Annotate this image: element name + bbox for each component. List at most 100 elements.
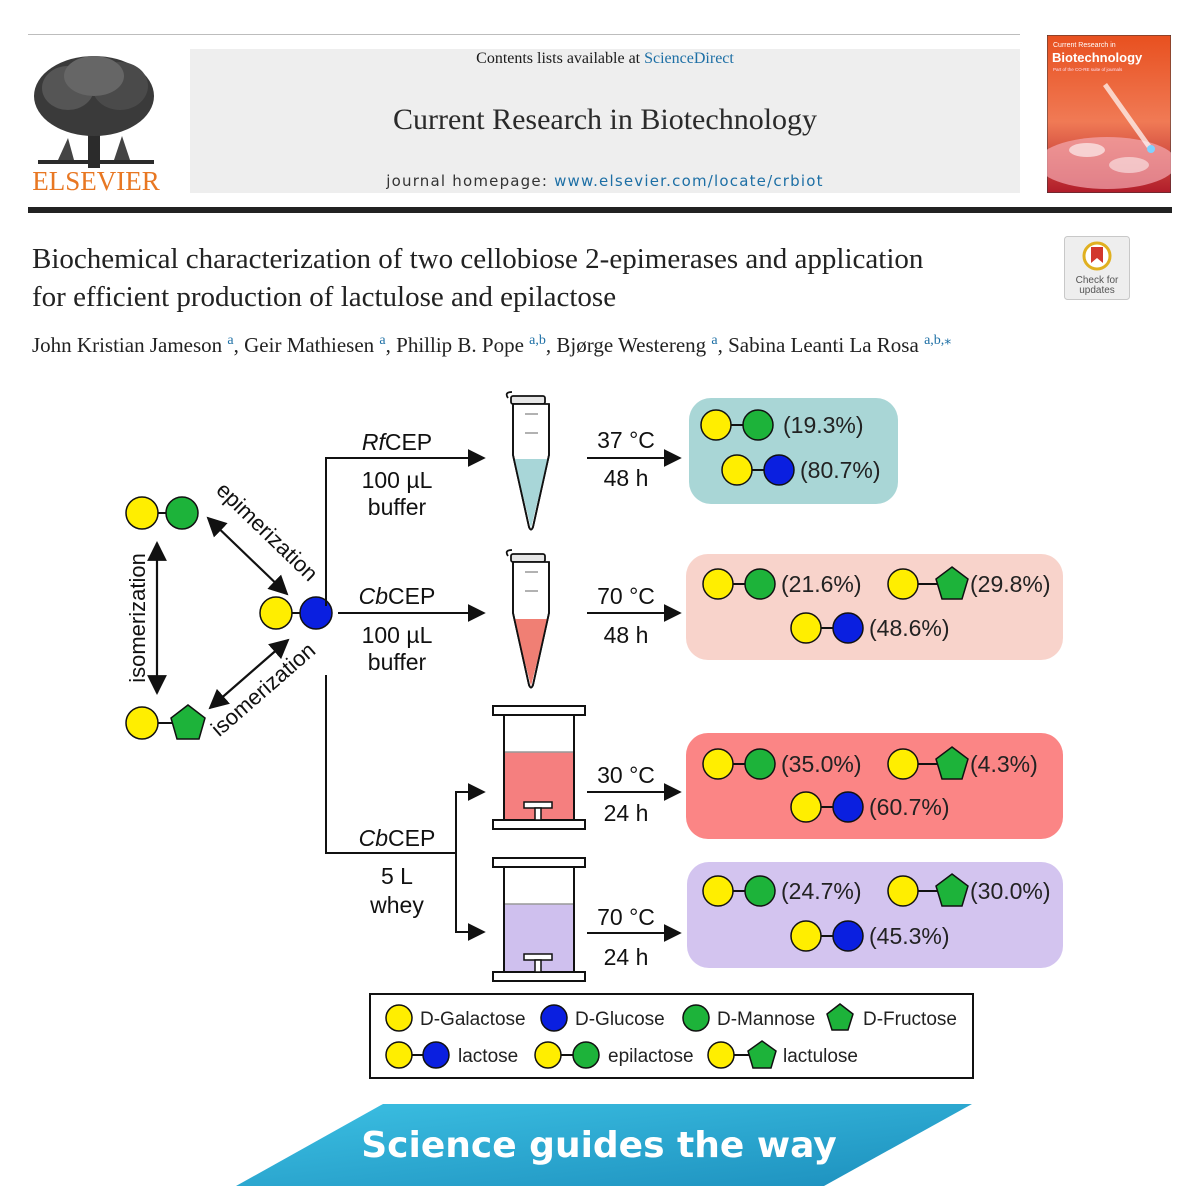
sciencedirect-link[interactable]: ScienceDirect: [644, 50, 734, 67]
publisher-name: ELSEVIER: [32, 166, 160, 196]
result-value: (80.7%): [800, 457, 881, 483]
epilactose-symbol: [702, 748, 776, 780]
condition-temp: 70 °C: [597, 583, 655, 609]
epilactose-symbol: [700, 409, 774, 441]
legend-mannose: D-Mannose: [682, 1004, 815, 1032]
article-title-line2: for efficient production of lactulose an…: [32, 281, 617, 313]
header-bottom-rule: [28, 207, 1172, 213]
author-affiliation[interactable]: a: [711, 333, 718, 348]
isomerization-diag-arrow: [208, 638, 290, 710]
result-value: (24.7%): [781, 878, 862, 904]
check-for-updates-button[interactable]: Check for updates: [1064, 236, 1130, 300]
route2-medium: buffer: [368, 649, 427, 675]
slogan-banner: [236, 1104, 972, 1186]
graphical-abstract: isomerization epimerization isomerizatio…: [125, 391, 1063, 1186]
journal-homepage: journal homepage: www.elsevier.com/locat…: [190, 172, 1020, 190]
route3-upper-arrow: [455, 783, 486, 853]
result-value: (30.0%): [970, 878, 1051, 904]
svg-text:lactulose: lactulose: [783, 1046, 858, 1067]
legend-epilactose: epilactose: [534, 1041, 694, 1069]
result-value: (48.6%): [869, 615, 950, 641]
author-affiliation[interactable]: a: [227, 333, 234, 348]
legend-galactose: D-Galactose: [385, 1004, 526, 1032]
epilactose-symbol: [125, 496, 199, 530]
header-top-rule: [28, 34, 1020, 35]
svg-text:Part of the CO-RE suite of jou: Part of the CO-RE suite of journals: [1053, 67, 1123, 72]
condition-temp: 70 °C: [597, 904, 655, 930]
legend-lactose: lactose: [385, 1041, 518, 1069]
route3-volume: 5 L: [381, 863, 413, 889]
route1-arrow: [325, 449, 486, 606]
author-affiliation[interactable]: a: [379, 333, 386, 348]
condition-time: 48 h: [604, 465, 649, 491]
svg-text:D-Galactose: D-Galactose: [420, 1009, 526, 1030]
legend-glucose: D-Glucose: [540, 1004, 665, 1032]
epimerization-label: epimerization: [211, 477, 322, 586]
author-name[interactable]: Phillip B. Pope: [396, 333, 524, 357]
journal-title: Current Research in Biotechnology: [392, 103, 818, 136]
lactose-symbol: [790, 920, 864, 952]
svg-text:lactose: lactose: [458, 1046, 518, 1067]
route2-volume: 100 µL: [362, 622, 433, 648]
result-value: (35.0%): [781, 751, 862, 777]
reactor-2: [492, 857, 586, 982]
result-value: (45.3%): [869, 923, 950, 949]
svg-text:Biotechnology: Biotechnology: [1052, 50, 1143, 65]
author-name[interactable]: Geir Mathiesen: [244, 333, 375, 357]
result-value: (29.8%): [970, 571, 1051, 597]
route1-volume: 100 µL: [362, 467, 433, 493]
legend-fructose: D-Fructose: [826, 1003, 957, 1031]
legend-lactulose: lactulose: [707, 1040, 858, 1069]
svg-text:Current Research in: Current Research in: [1053, 42, 1116, 49]
epimerization-arrow: [206, 516, 289, 596]
svg-text:D-Glucose: D-Glucose: [575, 1009, 665, 1030]
route1-enzyme: RfCEP: [362, 429, 432, 455]
contents-prefix: Contents lists available at: [476, 50, 645, 67]
condition-time: 24 h: [604, 944, 649, 970]
lactulose-symbol: [125, 704, 206, 740]
author-name[interactable]: John Kristian Jameson: [32, 333, 223, 357]
tube-2: [505, 549, 550, 689]
result-value: (21.6%): [781, 571, 862, 597]
result-box-4: [687, 862, 1063, 968]
result-box-2: [686, 554, 1063, 660]
svg-text:updates: updates: [1079, 285, 1115, 296]
svg-text:epilactose: epilactose: [608, 1046, 694, 1067]
contents-line: Contents lists available at ScienceDirec…: [190, 50, 1020, 68]
homepage-prefix: journal homepage:: [386, 172, 555, 190]
legend-box: [369, 993, 974, 1079]
condition-temp: 30 °C: [597, 762, 655, 788]
epilactose-symbol: [702, 568, 776, 600]
author-name[interactable]: Sabina Leanti La Rosa: [728, 333, 919, 357]
lactose-symbol: [790, 612, 864, 644]
lactose-symbol: [790, 791, 864, 823]
slogan-text: Science guides the way: [361, 1125, 837, 1166]
author-affiliation[interactable]: a,b: [529, 333, 546, 348]
route3-enzyme: CbCEP: [359, 825, 436, 851]
author-name[interactable]: Bjørge Westereng: [556, 333, 707, 357]
journal-banner: [190, 49, 1020, 193]
author-list: John Kristian Jameson a, Geir Mathiesen …: [32, 333, 952, 357]
condition-time: 48 h: [604, 622, 649, 648]
isomerization-diag-label: isomerization: [206, 637, 320, 741]
result-box-3: [686, 733, 1063, 839]
article-title: Biochemical characterization of two cell…: [32, 240, 1042, 316]
author-affiliation[interactable]: a,b,⁎: [924, 333, 952, 348]
result-value: (19.3%): [783, 412, 864, 438]
elsevier-tree-icon: [34, 56, 154, 168]
tube-1: [505, 391, 550, 531]
route3-medium: whey: [369, 892, 424, 918]
epilactose-symbol: [702, 875, 776, 907]
route3-line: [325, 675, 456, 854]
route2-enzyme: CbCEP: [359, 583, 436, 609]
lactulose-symbol: [887, 873, 969, 907]
elsevier-logo: ELSEVIER: [28, 48, 164, 196]
reactor-1: [492, 705, 586, 830]
homepage-link[interactable]: www.elsevier.com/locate/crbiot: [554, 172, 824, 190]
svg-text:D-Fructose: D-Fructose: [863, 1009, 957, 1030]
article-title-line1: Biochemical characterization of two cell…: [32, 243, 924, 275]
svg-text:Check for: Check for: [1076, 275, 1119, 286]
svg-text:D-Mannose: D-Mannose: [717, 1009, 815, 1030]
route1-medium: buffer: [368, 494, 427, 520]
bookmark-icon: [1082, 241, 1112, 271]
